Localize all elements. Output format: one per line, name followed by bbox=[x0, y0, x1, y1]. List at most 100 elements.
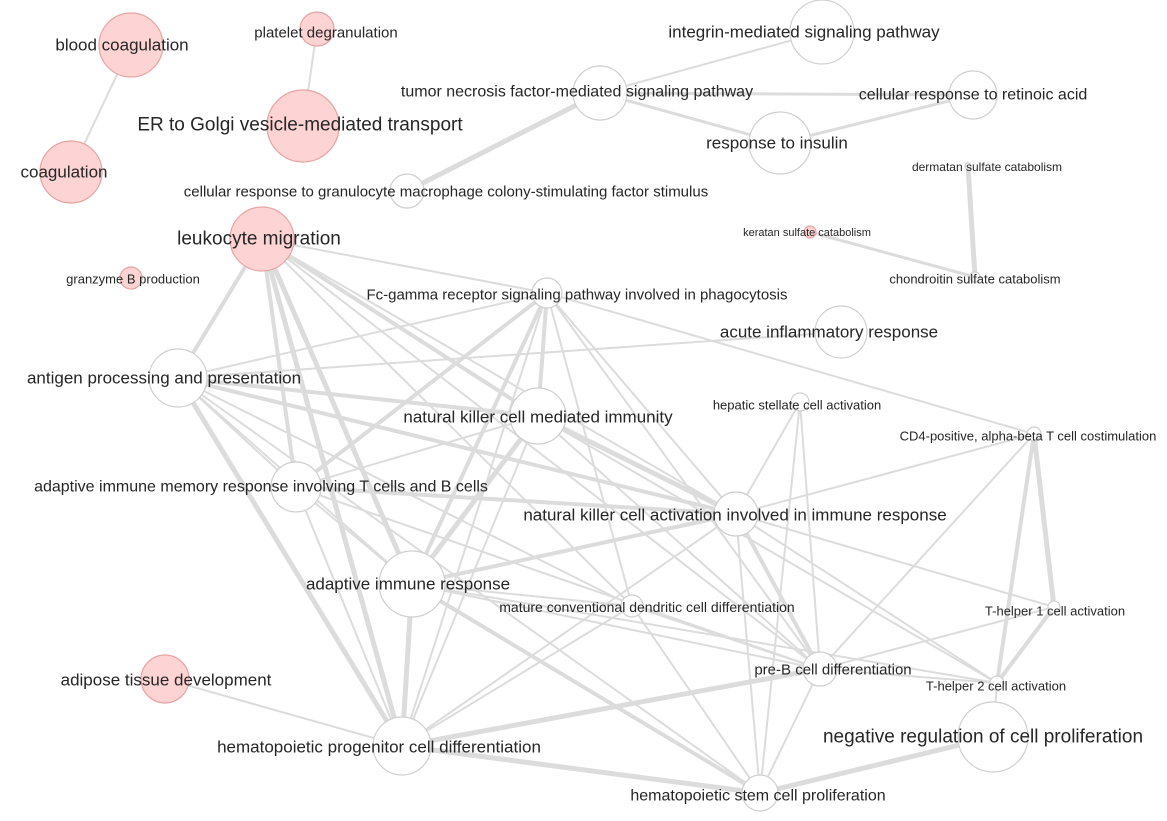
node-nk_immunity[interactable] bbox=[509, 387, 567, 445]
node-label-keratan: keratan sulfate catabolism bbox=[743, 227, 871, 239]
edge-antigen-nk_activation bbox=[176, 376, 738, 516]
edge-dendritic-hematopoietic_prog bbox=[401, 605, 633, 747]
node-label-gmcsf: cellular response to granulocyte macroph… bbox=[184, 184, 708, 201]
edge-keratan-chondroitin bbox=[808, 230, 977, 279]
node-label-nk_immunity: natural killer cell mediated immunity bbox=[403, 408, 673, 427]
edge-insulin-retinoic bbox=[778, 93, 975, 145]
edge-tnf-integrin bbox=[599, 31, 823, 94]
node-label-integrin: integrin-mediated signaling pathway bbox=[668, 23, 940, 42]
edge-nk_immunity-preb bbox=[537, 415, 821, 670]
node-dendritic[interactable] bbox=[620, 594, 644, 618]
edge-nk_activation-adaptive bbox=[410, 512, 738, 586]
edge-nk_immunity-hematopoietic_prog bbox=[401, 415, 539, 747]
node-label-nk_activation: natural killer cell activation involved … bbox=[523, 506, 946, 525]
edge-fcgamma-preb bbox=[546, 292, 821, 670]
node-th2[interactable] bbox=[989, 675, 1005, 691]
node-insulin[interactable] bbox=[748, 111, 812, 175]
edge-adaptive-th2 bbox=[411, 583, 998, 684]
node-keratan[interactable] bbox=[803, 225, 817, 239]
node-adipose[interactable] bbox=[140, 654, 190, 704]
node-label-adaptive: adaptive immune response bbox=[306, 575, 510, 594]
edge-th2-preb bbox=[819, 668, 998, 684]
label-layer: blood coagulation platelet degranulationE… bbox=[21, 23, 1157, 805]
node-stem_prolif[interactable] bbox=[741, 774, 779, 812]
node-nk_activation[interactable] bbox=[713, 491, 759, 537]
node-chondroitin[interactable] bbox=[969, 271, 981, 283]
node-label-neg_prolif: negative regulation of cell proliferatio… bbox=[823, 727, 1143, 748]
edge-leukocyte-preb bbox=[261, 238, 821, 670]
node-label-insulin: response to insulin bbox=[706, 134, 848, 153]
edge-nk_activation-cd4 bbox=[735, 433, 1035, 515]
node-hepatic[interactable] bbox=[790, 392, 810, 412]
node-label-blood_coagulation: blood coagulation bbox=[55, 36, 188, 55]
edge-nk_immunity-adaptive_memory bbox=[295, 415, 539, 488]
node-dermatan[interactable] bbox=[964, 162, 972, 170]
edge-th1-th2 bbox=[995, 605, 1056, 685]
node-neg_prolif[interactable] bbox=[957, 701, 1029, 773]
edge-nk_immunity-th2 bbox=[537, 415, 998, 684]
node-label-th1: T-helper 1 cell activation bbox=[985, 604, 1125, 619]
edge-th1-preb bbox=[819, 606, 1055, 670]
node-label-antigen: antigen processing and presentation bbox=[27, 369, 301, 388]
node-tnf[interactable] bbox=[572, 65, 628, 121]
edge-fcgamma-dendritic bbox=[546, 292, 633, 607]
node-label-er_golgi: ER to Golgi vesicle-mediated transport bbox=[137, 115, 463, 136]
node-coagulation[interactable] bbox=[39, 140, 103, 204]
edge-tnf-gmcsf bbox=[404, 90, 603, 194]
node-acute_inflam[interactable] bbox=[814, 305, 868, 359]
edge-cd4-th1 bbox=[1031, 431, 1057, 610]
node-label-chondroitin: chondroitin sulfate catabolism bbox=[889, 272, 1060, 287]
edge-neg_prolif-stem_prolif bbox=[757, 734, 996, 796]
edge-antigen-acute_inflam bbox=[177, 331, 842, 379]
edge-leukocyte-hematopoietic_prog bbox=[259, 236, 405, 749]
node-label-th2: T-helper 2 cell activation bbox=[926, 679, 1066, 694]
node-preb[interactable] bbox=[802, 651, 838, 687]
edge-nk_activation-hematopoietic_prog bbox=[401, 513, 737, 747]
node-integrin[interactable] bbox=[789, 0, 855, 65]
edge-adaptive-preb bbox=[411, 583, 821, 670]
node-antigen[interactable] bbox=[148, 348, 208, 408]
node-label-dendritic: mature conventional dendritic cell diffe… bbox=[499, 599, 794, 615]
node-label-adaptive_memory: adaptive immune memory response involvin… bbox=[34, 479, 488, 496]
edge-adaptive-dendritic bbox=[411, 583, 633, 607]
node-label-preb: pre-B cell differentiation bbox=[754, 662, 911, 679]
node-label-cd4: CD4-positive, alpha-beta T cell costimul… bbox=[900, 429, 1157, 444]
edge-hematopoietic_prog-adipose bbox=[164, 678, 403, 747]
node-leukocyte[interactable] bbox=[229, 206, 295, 272]
edge-preb-stem_prolif bbox=[759, 668, 821, 794]
node-label-dermatan: dermatan sulfate catabolism bbox=[912, 160, 1062, 174]
node-label-stem_prolif: hematopoietic stem cell proliferation bbox=[630, 788, 885, 805]
node-fcgamma[interactable] bbox=[531, 277, 563, 309]
node-granzyme[interactable] bbox=[119, 266, 143, 290]
node-label-tnf: tumor necrosis factor-mediated signaling… bbox=[401, 84, 753, 101]
edge-nk_immunity-nk_activation bbox=[535, 413, 739, 517]
edge-adaptive_memory-hematopoietic_prog bbox=[295, 486, 403, 747]
node-retinoic[interactable] bbox=[948, 70, 998, 120]
node-adaptive[interactable] bbox=[378, 550, 446, 618]
node-hematopoietic_prog[interactable] bbox=[372, 716, 432, 776]
node-label-leukocyte: leukocyte migration bbox=[177, 229, 341, 250]
edge-dendritic-preb bbox=[631, 605, 821, 670]
edge-leukocyte-nk_activation bbox=[261, 238, 737, 515]
node-platelet_degranulation[interactable] bbox=[299, 11, 335, 47]
edge-adaptive_memory-nk_activation bbox=[294, 485, 738, 516]
node-er_golgi[interactable] bbox=[266, 89, 340, 163]
edge-antigen-nk_immunity bbox=[176, 376, 540, 418]
edge-preb-hematopoietic_prog bbox=[399, 666, 823, 749]
node-blood_coagulation[interactable] bbox=[98, 12, 164, 78]
node-label-coagulation: coagulation bbox=[21, 163, 108, 182]
edge-cd4-preb bbox=[819, 433, 1035, 670]
edge-nk_immunity-adaptive bbox=[409, 413, 541, 587]
node-label-adipose: adipose tissue development bbox=[61, 671, 272, 690]
node-adaptive_memory[interactable] bbox=[270, 461, 322, 513]
edge-dermatan-chondroitin bbox=[965, 163, 978, 280]
edge-fcgamma-nk_activation bbox=[546, 292, 737, 515]
edge-tnf-retinoic bbox=[598, 91, 975, 97]
node-gmcsf[interactable] bbox=[389, 173, 425, 209]
node-th1[interactable] bbox=[1047, 600, 1061, 614]
edge-dendritic-stem_prolif bbox=[631, 605, 761, 794]
node-label-fcgamma: Fc-gamma receptor signaling pathway invo… bbox=[366, 287, 787, 304]
node-cd4[interactable] bbox=[1026, 426, 1042, 442]
node-label-platelet_degranulation: platelet degranulation bbox=[254, 25, 397, 42]
